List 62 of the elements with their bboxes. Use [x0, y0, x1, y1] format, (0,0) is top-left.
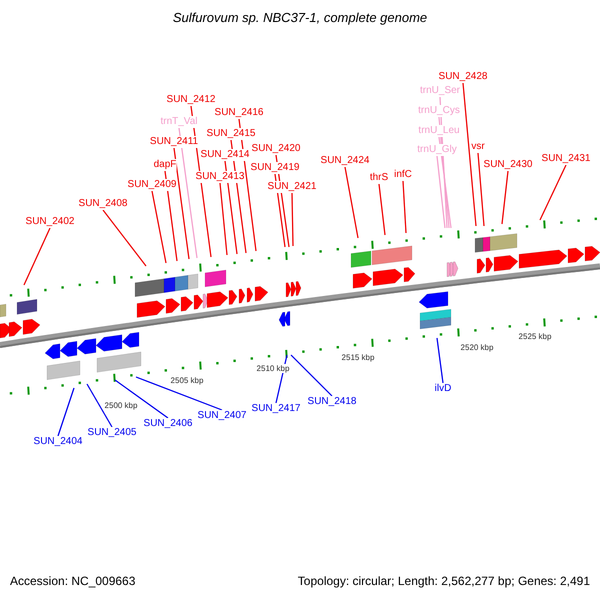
gene-label: SUN_2405 — [88, 427, 136, 439]
leader-line — [539, 164, 567, 220]
leader-line — [102, 210, 146, 266]
leader-line — [224, 160, 238, 254]
gene-label: SUN_2416 — [214, 107, 264, 119]
gene-label: SUN_2417 — [252, 403, 300, 415]
scale-label: 2525 kbp — [518, 332, 552, 341]
gene-label: thrS — [370, 172, 388, 184]
leader-line — [164, 170, 178, 262]
leader-line — [151, 190, 167, 264]
scale-label: 2500 kbp — [104, 401, 138, 410]
leader-line — [436, 338, 444, 384]
leader-line — [290, 354, 332, 396]
title: Sulfurovum sp. NBC37-1, complete genome — [172, 10, 428, 26]
gene-label: SUN_2420 — [252, 143, 300, 155]
leader-line — [344, 166, 359, 238]
gene-label: SUN_2411 — [150, 136, 198, 148]
gene-label: SUN_2430 — [484, 159, 532, 171]
gene-label: trnU_Gly — [417, 144, 457, 156]
gene-label: trnU_Cys — [418, 105, 460, 117]
gene-label: SUN_2409 — [128, 179, 176, 191]
scale-label: 2505 kbp — [170, 376, 204, 385]
leader-line — [402, 180, 407, 234]
gene-label: SUN_2419 — [250, 162, 300, 174]
gene-label: SUN_2415 — [206, 128, 256, 140]
gene-label: SUN_2428 — [438, 71, 488, 83]
leader-line — [178, 128, 198, 258]
gene-label: SUN_2402 — [26, 216, 74, 228]
leader-line — [378, 184, 386, 236]
scale-label: 2515 kbp — [342, 353, 374, 362]
leader-line — [136, 376, 222, 411]
gene-label: SUN_2413 — [196, 171, 244, 183]
leader-line — [114, 380, 168, 418]
gene-label: trnU_Ser — [420, 85, 460, 97]
gene-label: SUN_2424 — [320, 155, 370, 167]
gene-label: SUN_2406 — [144, 418, 192, 430]
leader-line — [23, 228, 51, 286]
leader-line — [501, 170, 509, 224]
gene-label: SUN_2418 — [308, 396, 356, 408]
gene-label: SUN_2431 — [542, 153, 590, 165]
leader-line — [462, 82, 477, 226]
leader-line — [219, 182, 228, 256]
gene-label: trnT_Val — [160, 116, 198, 128]
gene-label: SUN_2421 — [268, 181, 316, 193]
scale-label: 2520 kbp — [460, 343, 494, 352]
gene-label: SUN_2407 — [198, 410, 246, 422]
gene-label: SUN_2412 — [166, 94, 216, 106]
gene-label: SUN_2408 — [78, 198, 128, 210]
leader-line — [86, 384, 113, 428]
leader-line — [173, 148, 190, 260]
leader-line — [477, 152, 485, 226]
gene-label: SUN_2414 — [200, 149, 250, 161]
gene-label: dapF — [154, 159, 176, 171]
leader-line — [291, 192, 294, 246]
scale-label: 2510 kbp — [256, 364, 290, 373]
gene-label: SUN_2404 — [34, 436, 82, 448]
leader-line — [57, 388, 75, 436]
leader-line — [436, 156, 446, 228]
accession-text: Accession: NC_009663 — [10, 574, 136, 588]
leader-line — [438, 136, 452, 228]
gene-label: trnU_Leu — [418, 125, 460, 137]
genome-info-text: Topology: circular; Length: 2,562,277 bp; Genes: 2,491 — [298, 574, 590, 588]
